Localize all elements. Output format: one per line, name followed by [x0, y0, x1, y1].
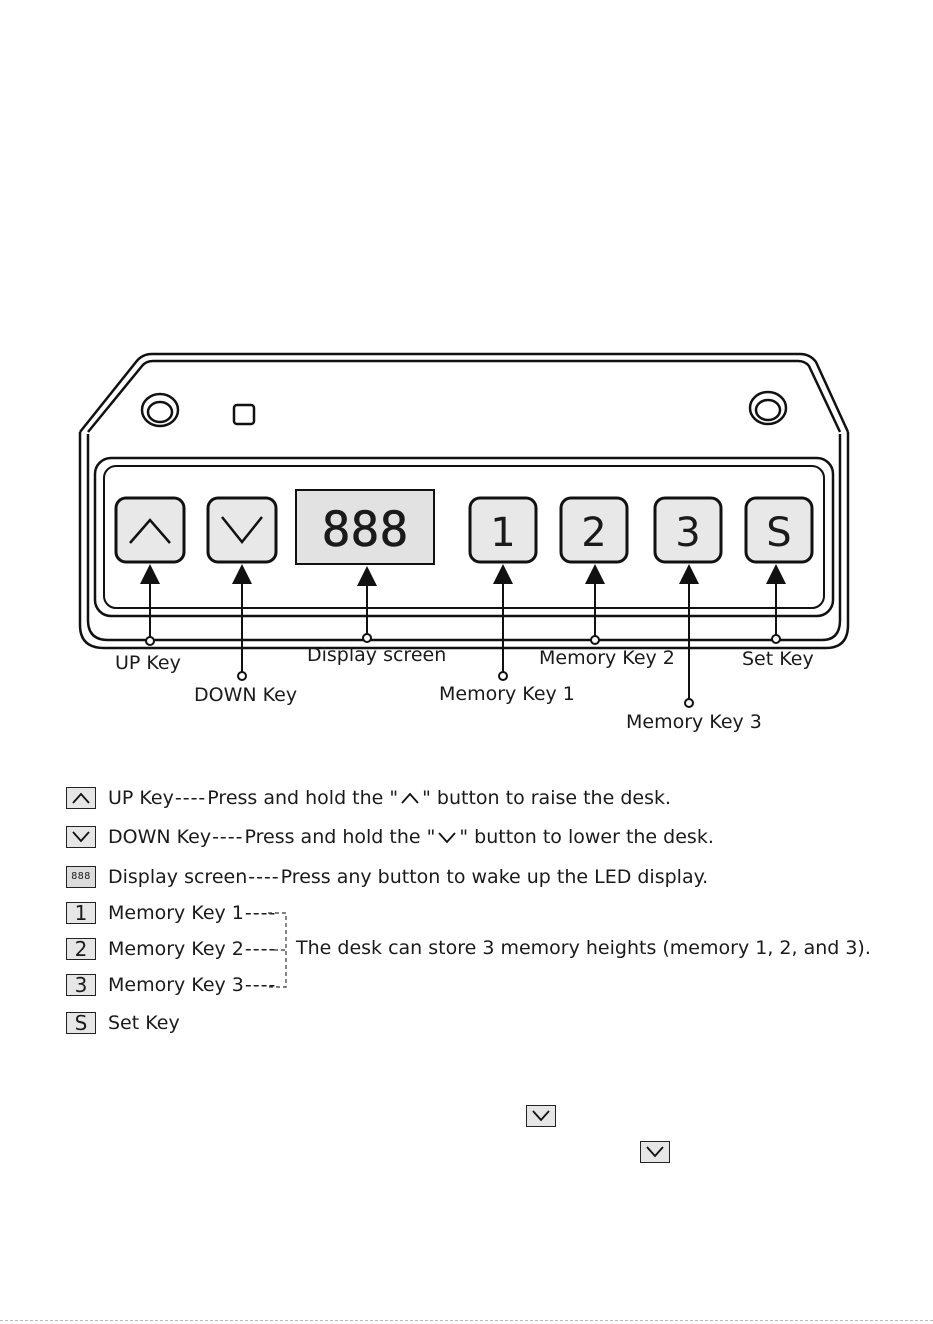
legend-memory-3: 3 Memory Key 3 ----: [66, 974, 277, 996]
svg-text:1: 1: [490, 510, 515, 556]
panel-up-key[interactable]: [114, 496, 186, 564]
panel-housing: [78, 352, 850, 650]
display-screen-icon: 888: [66, 866, 96, 888]
caret-up-icon: [401, 792, 419, 804]
down-key-icon: [640, 1141, 670, 1163]
memory-key-3-icon: 3: [66, 974, 96, 996]
legend-down-dash: ----: [212, 826, 244, 848]
legend-up-desc-before: Press and hold the ": [207, 787, 399, 809]
svg-text:S: S: [766, 510, 791, 556]
panel-set-key[interactable]: S: [744, 496, 814, 564]
legend-display-dash: ----: [248, 866, 280, 888]
legend-memory-2: 2 Memory Key 2 ----: [66, 938, 277, 960]
down-arrow-icon: [66, 826, 96, 848]
set-key-icon: S: [66, 1012, 96, 1034]
panel-display-screen: 888: [295, 489, 435, 565]
callout-down-key: DOWN Key: [194, 684, 298, 706]
memory-key-1-icon: 1: [66, 902, 96, 924]
legend-down-desc-before: Press and hold the ": [244, 826, 436, 848]
display-digits: 888: [322, 502, 409, 558]
legend-memory-3-name: Memory Key 3: [108, 974, 244, 996]
legend-display-name: Display screen: [108, 866, 248, 888]
legend-memory-3-dash: ----: [244, 974, 277, 996]
callout-up-key: UP Key: [115, 652, 181, 674]
memory-key-2-icon: 2: [66, 938, 96, 960]
legend-up-desc-after: " button to raise the desk.: [422, 787, 672, 809]
panel-memory-key-3[interactable]: 3: [653, 496, 723, 564]
callout-memory-key-2: Memory Key 2: [539, 647, 675, 669]
memory-note: The desk can store 3 memory heights (mem…: [296, 937, 871, 959]
callout-arrows: [140, 564, 786, 708]
control-panel-diagram: 888 1 2 3 S: [78, 352, 850, 708]
callout-set-key: Set Key: [742, 648, 814, 670]
page-bottom-rule: [0, 1320, 933, 1322]
panel-memory-key-1[interactable]: 1: [468, 496, 538, 564]
legend-down: DOWN Key ---- Press and hold the " " but…: [66, 826, 714, 848]
memory-bracket: [268, 912, 287, 988]
legend-up: UP Key ---- Press and hold the " " butto…: [66, 787, 671, 809]
callout-display-screen: Display screen: [307, 644, 447, 666]
chevron-down-icon: [646, 1146, 664, 1158]
callout-memory-key-3: Memory Key 3: [626, 711, 762, 733]
up-arrow-icon: [66, 787, 96, 809]
panel-memory-key-2[interactable]: 2: [559, 496, 629, 564]
legend-memory-2-name: Memory Key 2: [108, 938, 244, 960]
mounting-knobs: [140, 390, 788, 428]
chevron-down-icon: [532, 1110, 550, 1122]
svg-text:2: 2: [581, 510, 606, 556]
legend-memory-2-dash: ----: [244, 938, 277, 960]
legend-up-name: UP Key: [108, 787, 174, 809]
legend-display: 888 Display screen ---- Press any button…: [66, 866, 708, 888]
down-key-icon: [526, 1105, 556, 1127]
callout-memory-key-1: Memory Key 1: [439, 683, 575, 705]
legend-up-dash: ----: [174, 787, 207, 809]
caret-down-icon: [438, 832, 457, 844]
legend-down-desc-after: " button to lower the desk.: [459, 826, 714, 848]
legend-display-desc: Press any button to wake up the LED disp…: [280, 866, 709, 888]
legend-down-name: DOWN Key: [108, 826, 212, 848]
legend-set: S Set Key: [66, 1012, 180, 1034]
legend-memory-1-dash: ----: [244, 902, 277, 924]
svg-text:3: 3: [675, 510, 700, 556]
legend-memory-1-name: Memory Key 1: [108, 902, 244, 924]
legend-set-name: Set Key: [108, 1012, 180, 1034]
panel-down-key[interactable]: [206, 496, 278, 564]
legend-memory-1: 1 Memory Key 1 ----: [66, 902, 277, 924]
